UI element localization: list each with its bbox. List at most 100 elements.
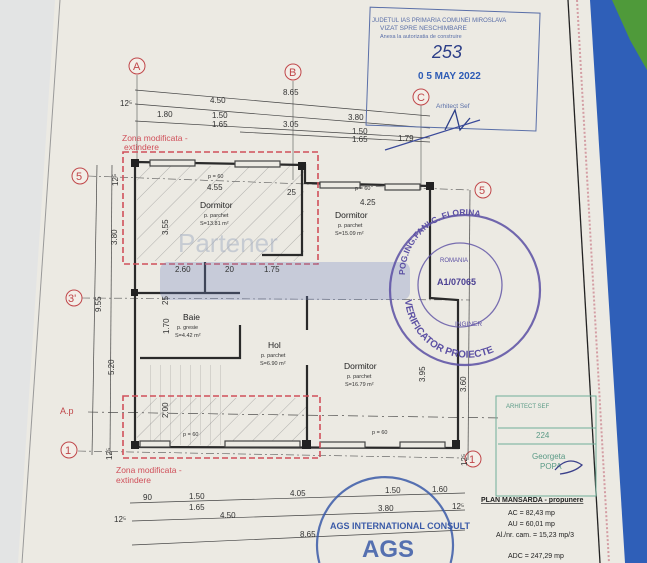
svg-text:PLAN MANSARDA - propunere: PLAN MANSARDA - propunere	[481, 497, 584, 504]
room-hol: Hol p. parchet S=6.90 m²	[260, 340, 286, 367]
approval-stamp: JUDETUL IAS PRIMARIA COMUNEI MIROSLAVA V…	[365, 6, 541, 151]
inner-dim-baie: 1.70	[162, 318, 171, 334]
svg-text:S=16.79 m²: S=16.79 m²	[345, 382, 374, 388]
left-dim-1: 12⁵	[111, 174, 120, 186]
window-sill-2: p = 60	[355, 186, 370, 192]
svg-text:Al./nr. cam. = 15,23 mp/3: Al./nr. cam. = 15,23 mp/3	[496, 532, 574, 539]
inner-dim-w1: 4.55	[207, 183, 223, 192]
bottom-dim-offset-right: 12⁵	[452, 502, 464, 511]
left-dim-3: 9.55	[94, 296, 103, 312]
top-dim-2-bottom: 1.65	[212, 120, 228, 129]
inner-dim-t2: 25	[161, 296, 170, 305]
zone-label-top-2: extindere	[124, 142, 159, 152]
svg-text:POPA: POPA	[540, 462, 562, 471]
top-dim-3: 3.05	[283, 120, 299, 129]
axis-label-c: C	[417, 92, 425, 104]
svg-text:AU = 60,01 mp: AU = 60,01 mp	[508, 521, 555, 528]
plan: A B C 5 5 3' 1 1 A.p 8.65 4.50 3.80 12⁵ …	[60, 57, 501, 546]
bottom-dim-2-bottom: 1.65	[189, 503, 205, 512]
svg-text:ROMANIA: ROMANIA	[440, 258, 468, 264]
top-dim-4-bottom: 1.65	[352, 135, 368, 144]
inner-dim-b2: 20	[225, 265, 234, 274]
svg-text:JUDETUL IAS PRIMARIA COMUNEI M: JUDETUL IAS PRIMARIA COMUNEI MIROSLAVA	[372, 18, 506, 24]
bottom-dim-left-span: 4.50	[220, 511, 236, 520]
svg-text:S=4.42 m²: S=4.42 m²	[175, 333, 201, 339]
svg-text:S=13.81 m²: S=13.81 m²	[200, 221, 229, 227]
top-dim-1: 1.80	[157, 110, 173, 119]
axis-label-5-left: 5	[76, 171, 82, 183]
top-dim-total: 8.65	[283, 88, 299, 97]
bottom-dim-right-span: 3.80	[378, 504, 394, 513]
window-sill-3: p = 60	[183, 432, 198, 438]
inner-dim-b1: 2.60	[175, 265, 191, 274]
svg-text:p. parchet: p. parchet	[204, 213, 229, 219]
svg-text:S=15.09 m²: S=15.09 m²	[335, 231, 364, 237]
axis-label-5-right: 5	[479, 185, 485, 197]
zone-label-top: Zona modificata -	[122, 133, 188, 143]
svg-text:AGS: AGS	[362, 536, 414, 563]
staircase	[145, 365, 225, 445]
left-dim-4: 5.20	[107, 359, 116, 375]
bottom-dim-offset-left: 12⁵	[114, 515, 126, 524]
svg-text:S=6.90 m²: S=6.90 m²	[260, 361, 286, 367]
svg-text:Dormitor: Dormitor	[335, 210, 368, 220]
inner-dim-h1: 3.55	[161, 219, 170, 235]
window-sill-1: p = 60	[208, 174, 223, 180]
top-dim-2-top: 1.50	[212, 111, 228, 120]
svg-text:224: 224	[536, 431, 550, 440]
watermark: Partener	[178, 228, 278, 258]
zone-label-bottom-2: extindere	[116, 475, 151, 485]
axis-label-1-left: 1	[65, 445, 71, 457]
modified-zone-top	[122, 151, 319, 265]
svg-text:Dormitor: Dormitor	[344, 361, 377, 371]
left-dim-2: 3.80	[110, 229, 119, 245]
axis-label-3: 3'	[68, 293, 76, 305]
svg-text:A1/07065: A1/07065	[437, 277, 476, 287]
top-dim-right-span: 3.80	[348, 113, 364, 122]
bottom-dim-4: 1.50	[385, 486, 401, 495]
top-dim-5: 1.79	[398, 134, 414, 143]
top-dim-left-span: 4.50	[210, 96, 226, 105]
checker-stamp: ARHITECT SEF 224 Georgeta POPA	[495, 395, 597, 497]
svg-text:AC = 82,43 mp: AC = 82,43 mp	[508, 510, 555, 517]
inner-dim-b3: 1.75	[264, 265, 280, 274]
window-sill-4: p = 60	[372, 430, 387, 436]
svg-text:Dormitor: Dormitor	[200, 200, 233, 210]
room-dormitor-3: Dormitor p. parchet S=16.79 m²	[344, 361, 377, 388]
top-dim-4-top: 1.50	[352, 127, 368, 136]
bottom-dim-5: 1.60	[432, 485, 448, 494]
bottom-dim-3: 4.05	[290, 489, 306, 498]
room-dormitor-2: Dormitor p. parchet S=15.09 m²	[335, 210, 368, 237]
svg-text:p. parchet: p. parchet	[338, 223, 363, 229]
svg-text:0 5 MAY 2022: 0 5 MAY 2022	[418, 71, 481, 82]
paper-edge	[21, 0, 61, 563]
axis-label-a: A	[133, 61, 141, 73]
inner-dim-h2: 3.95	[418, 366, 427, 382]
green-corner	[612, 0, 647, 70]
frame-text-strip	[576, 0, 610, 563]
hatch-top-zone	[137, 166, 304, 261]
svg-text:Georgeta: Georgeta	[532, 452, 566, 461]
svg-text:ARHITECT SEF: ARHITECT SEF	[506, 404, 550, 410]
svg-text:AGS INTERNATIONAL CONSULT: AGS INTERNATIONAL CONSULT	[330, 521, 470, 531]
left-dim-5: 12⁵	[105, 448, 114, 460]
svg-text:253: 253	[431, 42, 462, 62]
svg-text:p. gresie: p. gresie	[177, 325, 198, 331]
svg-text:VIZAT SPRE NESCHIMBARE: VIZAT SPRE NESCHIMBARE	[380, 25, 467, 32]
room-baie: Baie p. gresie S=4.42 m²	[175, 312, 201, 339]
axis-label-b: B	[289, 67, 296, 79]
right-dim-2: 12⁵	[460, 454, 469, 466]
right-dim-1: 3.60	[459, 376, 468, 392]
inner-dim-w2: 4.25	[360, 198, 376, 207]
inner-dim-t1: 25	[287, 188, 296, 197]
svg-text:ADC = 247,29 mp: ADC = 247,29 mp	[508, 553, 564, 560]
bottom-dim-total: 8.65	[300, 530, 316, 539]
bottom-dim-1: 90	[143, 493, 152, 502]
inner-dim-stair: 2.00	[161, 402, 170, 418]
summary-block: PLAN MANSARDA - propunere AC = 82,43 mp …	[481, 497, 584, 560]
axis-label-1-right: 1	[469, 454, 475, 466]
blue-folder	[585, 0, 647, 563]
svg-text:Baie: Baie	[183, 312, 200, 322]
frame-border	[567, 0, 601, 563]
axis-label-ap: A.p	[60, 406, 74, 416]
